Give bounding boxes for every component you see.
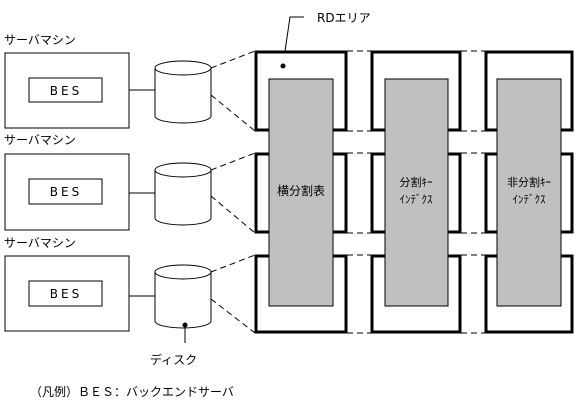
table-label-2-line-2: ｲﾝﾃﾞｸｽ [400, 193, 433, 206]
server-label-1: サーバマシン [4, 33, 76, 47]
disk-label: ディスク [150, 352, 197, 367]
bes-label-2: BES [50, 185, 82, 199]
partition-key-index [384, 78, 449, 307]
bes-label-3: BES [50, 287, 82, 301]
rd-area-leader-line [282, 16, 304, 66]
server-label-2: サーバマシン [4, 133, 76, 147]
table-label-2-line-1: 分割ｷｰ [400, 175, 433, 189]
rd-row-dashed-lines [347, 50, 486, 334]
bes-box-3 [28, 280, 103, 307]
non-partition-key-index [496, 78, 562, 307]
table-label-3-line-2: ｲﾝﾃﾞｸｽ [513, 193, 546, 206]
table-label-3-line-1: 非分割ｷｰ [507, 175, 551, 189]
table-label-1-line-1: 横分割表 [277, 183, 325, 198]
legend-text: （凡例）ＢＥＳ：バックエンドサーバ [30, 385, 234, 399]
rd-area-pointer-dot [280, 63, 286, 69]
server-machine-1: サーバマシン BES [4, 33, 155, 129]
bes-box-2 [28, 178, 103, 205]
horizontal-partition-table [268, 78, 334, 307]
server-machine-2: サーバマシン BES [4, 133, 155, 231]
bes-box-1 [28, 77, 103, 103]
server-machine-3: サーバマシン BES [4, 236, 155, 332]
disk-2 [154, 162, 212, 226]
disk-1 [154, 60, 212, 124]
server-label-3: サーバマシン [4, 236, 76, 250]
disk-to-rd-dashed-lines [210, 50, 256, 334]
disk-3 [154, 264, 212, 329]
rd-area-label: RDエリア [317, 11, 371, 25]
bes-label-1: BES [50, 84, 82, 98]
